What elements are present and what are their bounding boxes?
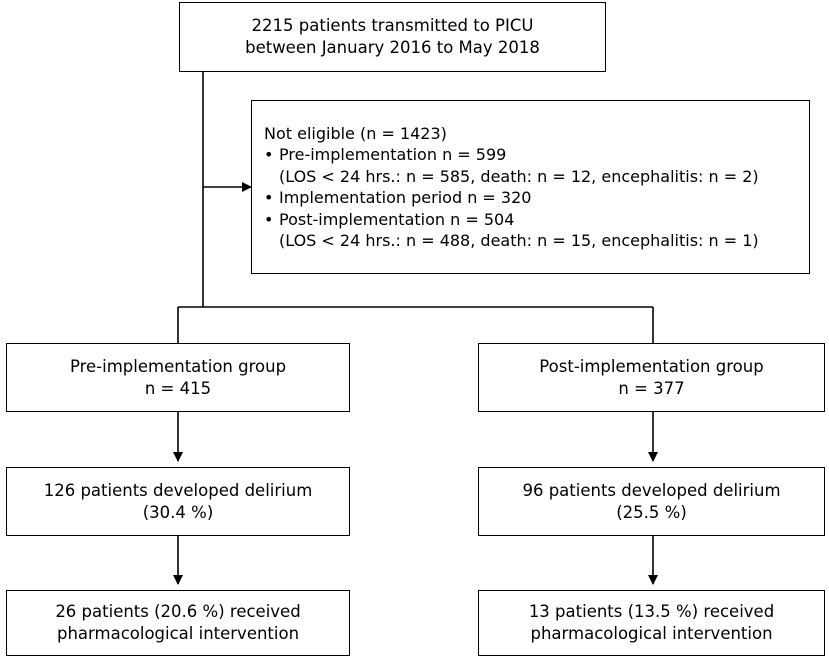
post-intervention-line1: 13 patients (13.5 %) received [528,602,775,621]
exclusion-box: Not eligible (n = 1423) • Pre-implementat… [251,100,810,274]
exclusion-item: •Post-implementation n = 504 [264,209,514,231]
pre-intervention-box: 26 patients (20.6 %) received pharmacolo… [6,590,350,656]
bullet-icon: • [264,145,274,164]
top-box-line2: between January 2016 to May 2018 [245,38,540,57]
post-delirium-line1: 96 patients developed delirium [522,480,781,500]
pre-intervention-line2: pharmacological intervention [56,624,300,643]
bullet-icon: • [264,188,274,207]
pre-delirium-line1: 126 patients developed delirium [43,480,313,500]
exclusion-item-text: Post-implementation n = 504 [279,209,515,229]
post-intervention-line2: pharmacological intervention [530,624,773,643]
post-intervention-box: 13 patients (13.5 %) received pharmacolo… [478,590,825,656]
pre-delirium-box: 126 patients developed delirium (30.4 %) [6,467,350,536]
exclusion-item-detail: (LOS < 24 hrs.: n = 585, death: n = 12, … [279,166,759,186]
exclusion-item: • Pre-implementation n = 599 [264,144,506,166]
post-group-box: Post-implementation group n = 377 [478,343,825,412]
top-box: 2215 patients transmitted to PICU betwee… [179,2,606,72]
pre-delirium-line2: (30.4 %) [142,502,214,522]
post-delirium-box: 96 patients developed delirium (25.5 %) [478,467,825,536]
exclusion-item-text: Pre-implementation n = 599 [279,145,507,164]
exclusion-heading: Not eligible (n = 1423) [264,123,447,143]
post-group-count: n = 377 [618,378,685,398]
exclusion-item: • Implementation period n = 320 [264,187,531,209]
pre-group-title: Pre-implementation group [69,356,287,376]
bullet-icon: • [264,209,274,229]
post-group-title: Post-implementation group [539,356,764,376]
exclusion-item-detail: (LOS < 24 hrs.: n = 488, death: n = 15, … [279,231,759,250]
exclusion-item-text: Implementation period n = 320 [279,188,532,207]
post-delirium-line2: (25.5 %) [616,502,687,522]
pre-group-box: Pre-implementation group n = 415 [6,343,350,412]
pre-intervention-line1: 26 patients (20.6 %) received [55,602,301,621]
pre-group-count: n = 415 [144,378,212,398]
top-box-line1: 2215 patients transmitted to PICU [251,16,534,35]
